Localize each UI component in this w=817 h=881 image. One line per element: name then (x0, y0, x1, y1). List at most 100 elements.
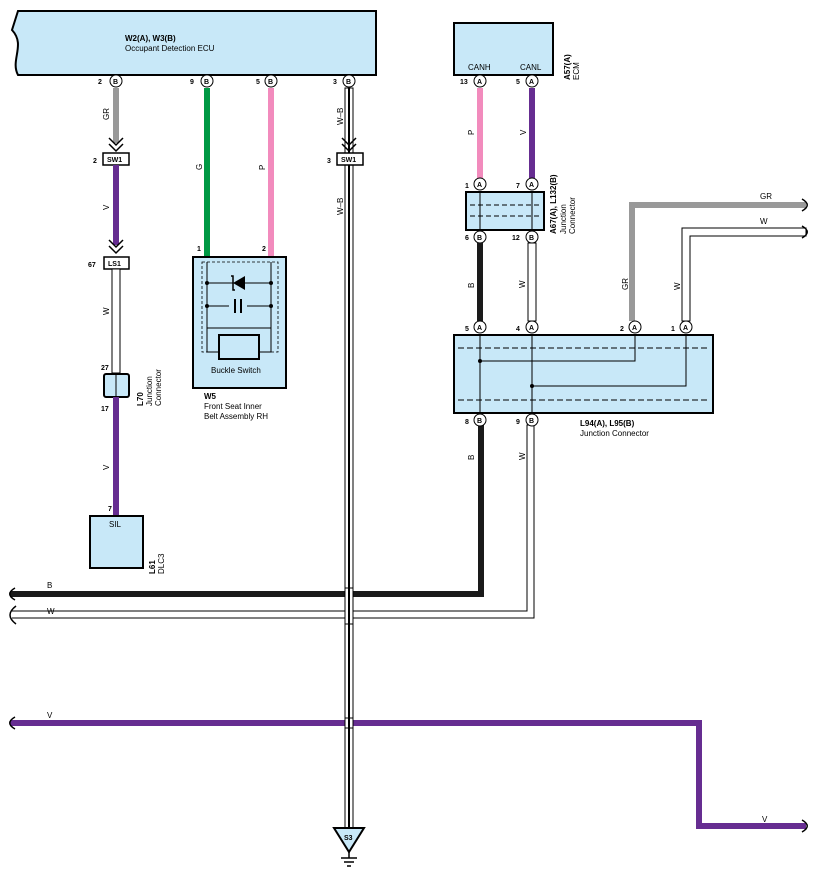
ecu-pin-2: 2 (98, 79, 102, 86)
l70-pin-27: 27 (101, 365, 109, 372)
buckle-circuit: G P 1 2 Buckle Switch W5 Front Seat Inne… (192, 88, 287, 421)
ground-earth-lines (341, 852, 357, 867)
jc-l94-block: 5 A 4 A 2 A 1 A 8 B 9 B L94(A), L95(B) J… (453, 320, 714, 460)
l70-pin-17: 17 (101, 406, 109, 413)
l95-pin-8-circle (473, 413, 487, 427)
l94-pin-5-circle (473, 320, 487, 334)
sw1-b-box (336, 152, 364, 166)
l94-id: L94(A), L95(B) (580, 419, 635, 428)
l94-link-w (531, 335, 687, 413)
wire-label-v-l70: V (102, 464, 111, 470)
sw1-a-pin: 2 (93, 158, 97, 165)
ecm-box (453, 22, 554, 76)
buckle-switch-icon (218, 334, 260, 360)
dlc-pin-7: 7 (108, 506, 112, 513)
wire-label-p-buckle: P (258, 165, 267, 170)
w5-pin-1: 1 (197, 246, 201, 253)
ecu-pin-9-circle (200, 74, 214, 88)
zener-diode-icon (233, 276, 245, 290)
dlc3-pin-label: SIL (109, 520, 122, 529)
sw1-b-label: SW1 (341, 157, 356, 164)
ecm-pin-5-letter: A (529, 79, 534, 86)
ecm-name: ECM (572, 62, 581, 80)
ecu-pin-5-letter: B (268, 79, 273, 86)
break-mark-b (9, 587, 16, 601)
break-mark-v-right (801, 819, 808, 833)
l94-pin-2-letter: A (632, 325, 637, 332)
wire-label-v-bus: V (47, 711, 53, 720)
wire-label-w-bus: W (47, 607, 55, 616)
wire-label-wb-top: W–B (336, 108, 345, 125)
l94-pin-1: 1 (671, 326, 675, 333)
l95-pin-8: 8 (465, 419, 469, 426)
a67-pin-7: 7 (516, 183, 520, 190)
l94-pin-2-circle (628, 320, 642, 334)
ecm-pin-13-letter: A (477, 79, 482, 86)
w5-pin-2: 2 (262, 246, 266, 253)
dlc3-id: L61 (148, 560, 157, 574)
dlc3-name: DLC3 (157, 553, 166, 574)
a67-name-1: Junction (559, 204, 568, 234)
l94-box (453, 334, 714, 414)
connector-chevron-ls1 (108, 239, 124, 255)
w5-id: W5 (204, 392, 217, 401)
wire-label-v-can: V (519, 129, 528, 135)
ecu-block: W2(A), W3(B) Occupant Detection ECU (10, 10, 377, 76)
buckle-internal-frame (201, 261, 279, 353)
wire-w-in (681, 227, 807, 322)
ecm-pin-13: 13 (460, 79, 468, 86)
l94-pin-4-circle (525, 320, 539, 334)
a67-pin-12-letter: B (529, 235, 534, 242)
l95-pin-9-circle (525, 413, 539, 427)
ls1-pin: 67 (88, 262, 96, 269)
wire-gr-in (629, 202, 806, 321)
ecm-block: CANH CANL A57(A) ECM 13 A 5 A P V (453, 22, 581, 178)
ecm-pin-13-circle (473, 74, 487, 88)
wire-label-wb-mid: W–B (336, 198, 345, 215)
l70-id: L70 (136, 392, 145, 406)
wire-label-w-l95: W (518, 452, 527, 460)
buckle-node-4 (269, 304, 273, 308)
ground-icon (332, 827, 366, 854)
sw1-a-label: SW1 (107, 157, 122, 164)
wire-label-b-jc: B (467, 283, 476, 288)
ground-label: S3 (344, 835, 353, 842)
wire-label-w-ls1: W (102, 307, 111, 315)
wire-label-p-can: P (467, 130, 476, 135)
ecu-pins: 2 B 9 B 5 B 3 B (98, 74, 356, 88)
w5-name-1: Front Seat Inner (204, 402, 262, 411)
wire-label-gr-top: GR (102, 108, 111, 120)
ecu-pin-5-circle (264, 74, 278, 88)
dlc3-box (89, 515, 144, 569)
break-mark-v-left (9, 716, 16, 730)
break-mark-w-in (801, 225, 808, 239)
wire-label-w-jc: W (518, 280, 527, 288)
ecu-pin-9-letter: B (204, 79, 209, 86)
wire-b-bus (10, 425, 484, 597)
l94-pin-5-letter: A (477, 325, 482, 332)
w5-name-2: Belt Assembly RH (204, 412, 268, 421)
l94-pin-4-letter: A (529, 325, 534, 332)
l95-pin-9-letter: B (529, 418, 534, 425)
sil-circuit: GR 2 SW1 V 67 LS1 W 27 17 L70 Junction C… (88, 88, 166, 574)
wire-label-gr-in: GR (760, 192, 772, 201)
ecm-pin-5: 5 (516, 79, 520, 86)
break-mark-gr (801, 198, 808, 212)
sw1-b-pin: 3 (327, 158, 331, 165)
wire-label-b-l95: B (467, 455, 476, 460)
ecm-id: A57(A) (563, 54, 572, 80)
buckle-node-3 (205, 304, 209, 308)
l70-name-2: Connector (154, 369, 163, 406)
ecu-pin-2-letter: B (113, 79, 118, 86)
a67-pin-7-letter: A (529, 182, 534, 189)
a67-pin-1-letter: A (477, 182, 482, 189)
ecm-pin-canh: CANH (468, 63, 491, 72)
bus-wires: B W V V (9, 424, 808, 833)
wire-label-b-bus: B (47, 581, 52, 590)
ecu-name: Occupant Detection ECU (125, 44, 215, 53)
ecu-pin-2-circle (109, 74, 123, 88)
l94-pin-1-circle (679, 320, 693, 334)
l94-pin-1-letter: A (683, 325, 688, 332)
a67-name-2: Connector (568, 197, 577, 234)
